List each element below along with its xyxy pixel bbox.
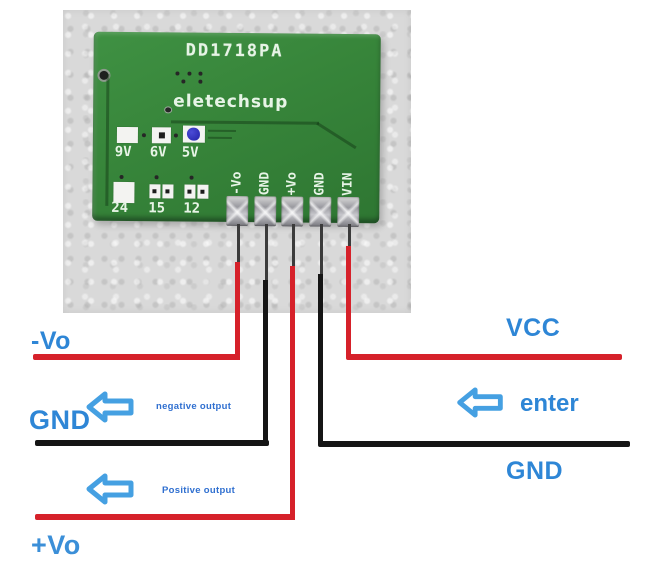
wire-vin-horizontal: [346, 354, 622, 360]
via-dot: [154, 175, 159, 180]
via-dot: [175, 71, 180, 76]
label-gnd-right: GND: [506, 457, 564, 485]
wire-neg-vo-vertical: [235, 262, 240, 360]
via-dot: [198, 79, 203, 84]
via-dot: [187, 71, 192, 76]
pad-dot: [152, 189, 157, 194]
wire-gnd-left-vertical: [263, 280, 268, 444]
terminal-pin: [337, 196, 360, 228]
pad-15: [149, 184, 161, 199]
via-dot: [189, 175, 194, 180]
arrow-left-icon: [86, 473, 134, 505]
pad-dot: [165, 189, 170, 194]
pin-lead: [237, 224, 240, 266]
pin-lead: [320, 224, 323, 278]
wire-neg-vo-horizontal: [33, 354, 240, 360]
via-dot: [173, 133, 178, 138]
pcb-trace: [105, 73, 110, 206]
pcb-trace: [207, 129, 236, 132]
terminal-pin: [309, 196, 332, 227]
pin-lead: [348, 224, 351, 248]
pad-dot: [200, 189, 205, 194]
pin-lead: [265, 224, 268, 284]
module-photo: DD1718PA eletechsup: [63, 10, 411, 313]
pad-dot: [164, 106, 173, 114]
label-neg-vo: -Vo: [31, 327, 71, 355]
via-dot: [141, 133, 146, 138]
via-dot: [198, 71, 203, 76]
arrow-left-icon: [457, 387, 503, 418]
pad-15: [162, 184, 174, 199]
current-label-15: 15: [148, 200, 166, 217]
wire-vin-vertical: [346, 246, 351, 358]
wire-pos-vo-vertical: [290, 266, 295, 520]
terminal-pin: [226, 195, 249, 227]
current-label-12: 12: [183, 200, 201, 217]
wire-gnd-right-vertical: [318, 274, 323, 444]
pcb-trace: [316, 121, 357, 150]
terminal-pin: [254, 196, 277, 227]
voltage-label-9v: 9V: [114, 143, 132, 161]
pad-12: [197, 184, 209, 199]
pad-6v: [151, 127, 171, 144]
caption-negative-output: negative output: [156, 401, 232, 412]
pin-label-gnd1: GND: [257, 171, 273, 196]
pcb-trace: [171, 120, 320, 125]
voltage-label-5v: 5V: [181, 144, 199, 161]
wire-gnd-right-horizontal: [318, 441, 630, 447]
pcb-board: DD1718PA eletechsup: [92, 31, 381, 228]
pin-lead: [292, 224, 295, 270]
arrow-left-icon: [86, 391, 134, 423]
pcb-title: DD1718PA: [185, 40, 284, 62]
wire-pos-vo-horizontal: [35, 514, 295, 520]
pcb-brand: eletechsup: [173, 91, 289, 113]
terminal-pin: [281, 196, 304, 227]
voltage-label-6v: 6V: [149, 144, 167, 161]
label-gnd-left: GND: [29, 405, 91, 435]
label-enter: enter: [520, 390, 579, 417]
pin-label-gnd2: GND: [312, 172, 328, 196]
pin-label-vin: VIN: [340, 172, 356, 197]
pcb-trace: [207, 136, 232, 139]
wire-gnd-left-horizontal: [35, 440, 269, 446]
pad-dot: [158, 132, 165, 139]
pin-label-neg-vo: -Vo: [229, 171, 245, 196]
pad-5v-selected: [182, 125, 206, 143]
via-dot: [181, 79, 186, 84]
current-label-24: 24: [111, 199, 129, 217]
caption-positive-output: Positive output: [162, 485, 236, 496]
pad-9v: [116, 126, 138, 144]
label-vcc: VCC: [506, 314, 561, 342]
pin-label-pos-vo: +Vo: [284, 171, 300, 196]
solder-jumper-blob: [186, 127, 200, 141]
pad-12: [184, 184, 196, 199]
label-pos-vo: +Vo: [31, 530, 81, 560]
via-dot: [119, 174, 124, 180]
pad-dot: [187, 189, 192, 194]
